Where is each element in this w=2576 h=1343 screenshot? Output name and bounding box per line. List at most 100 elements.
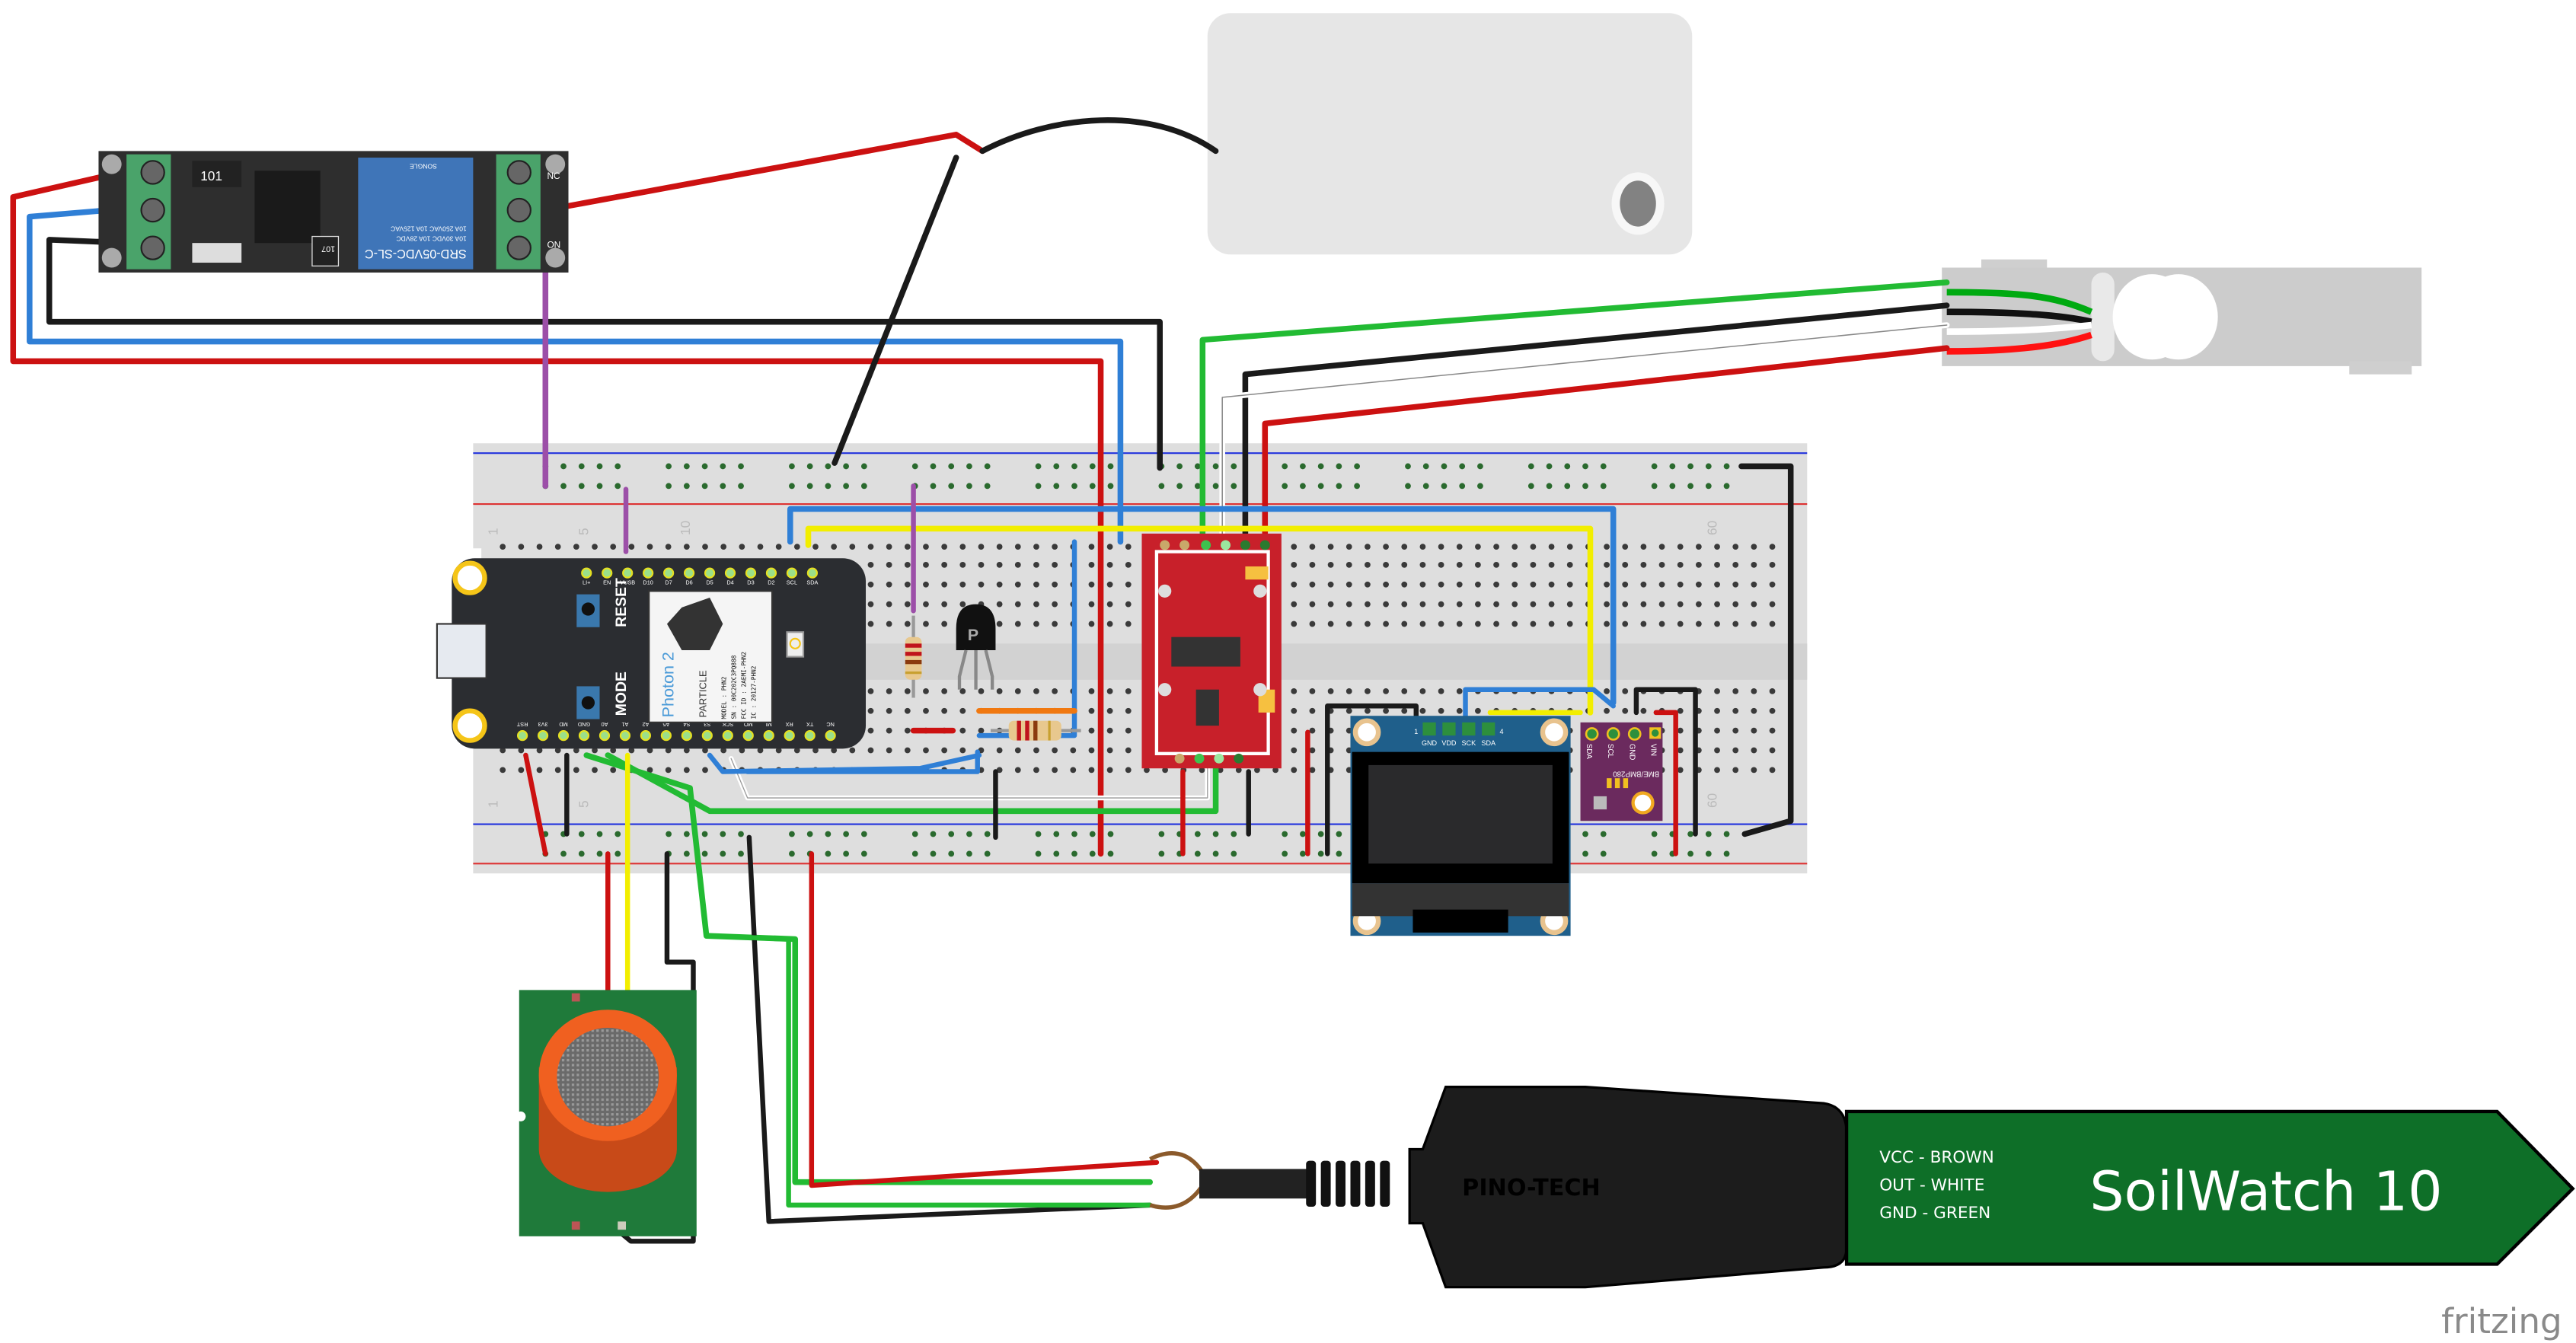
breadboard-hole[interactable] <box>825 463 832 470</box>
breadboard-hole[interactable] <box>1383 687 1389 694</box>
breadboard-hole[interactable] <box>959 561 966 568</box>
breadboard-hole[interactable] <box>1769 707 1776 714</box>
breadboard-hole[interactable] <box>941 561 948 568</box>
breadboard-hole[interactable] <box>1401 601 1408 608</box>
breadboard-hole[interactable] <box>1309 581 1316 588</box>
breadboard-hole[interactable] <box>596 831 603 837</box>
breadboard-hole[interactable] <box>1658 544 1665 550</box>
breadboard-hole[interactable] <box>1231 463 1237 470</box>
breadboard-hole[interactable] <box>1732 581 1739 588</box>
breadboard-hole[interactable] <box>1732 561 1739 568</box>
breadboard-hole[interactable] <box>1732 601 1739 608</box>
breadboard-hole[interactable] <box>1582 831 1588 837</box>
breadboard-hole[interactable] <box>1345 707 1352 714</box>
wire-black-rail-right[interactable] <box>1738 463 1794 837</box>
breadboard-hole[interactable] <box>959 747 966 754</box>
breadboard-hole[interactable] <box>1751 581 1757 588</box>
breadboard-hole[interactable] <box>1714 581 1720 588</box>
breadboard-hole[interactable] <box>1106 707 1113 714</box>
breadboard-hole[interactable] <box>959 707 966 714</box>
breadboard-hole[interactable] <box>1106 544 1113 550</box>
breadboard-hole[interactable] <box>831 747 838 754</box>
breadboard-hole[interactable] <box>614 483 621 490</box>
photon-pin[interactable] <box>804 729 816 742</box>
breadboard-hole[interactable] <box>886 620 892 627</box>
wire-black-enclosure-bb[interactable] <box>832 155 959 466</box>
breadboard-hole[interactable] <box>614 850 621 857</box>
photon-pin[interactable] <box>745 567 757 579</box>
breadboard-hole[interactable] <box>1125 581 1132 588</box>
breadboard-hole[interactable] <box>886 561 892 568</box>
breadboard-hole[interactable] <box>614 463 621 470</box>
breadboard-hole[interactable] <box>996 767 1003 774</box>
breadboard-hole[interactable] <box>1070 747 1077 754</box>
breadboard-hole[interactable] <box>1089 483 1096 490</box>
breadboard-hole[interactable] <box>1300 831 1306 837</box>
breadboard-hole[interactable] <box>1162 767 1169 774</box>
breadboard-hole[interactable] <box>1438 544 1444 550</box>
breadboard-hole[interactable] <box>1327 561 1334 568</box>
breadboard-hole[interactable] <box>666 463 672 470</box>
breadboard-hole[interactable] <box>683 483 690 490</box>
breadboard-hole[interactable] <box>1345 581 1352 588</box>
breadboard-hole[interactable] <box>1677 561 1684 568</box>
breadboard-hole[interactable] <box>1527 483 1534 490</box>
breadboard-hole[interactable] <box>849 544 856 550</box>
breadboard-hole[interactable] <box>1052 767 1058 774</box>
breadboard-hole[interactable] <box>1604 601 1610 608</box>
breadboard-hole[interactable] <box>1158 483 1165 490</box>
breadboard-hole[interactable] <box>1714 727 1720 734</box>
breadboard-hole[interactable] <box>904 561 911 568</box>
breadboard-hole[interactable] <box>1723 831 1730 837</box>
breadboard-hole[interactable] <box>1254 767 1260 774</box>
breadboard-hole[interactable] <box>614 831 621 837</box>
breadboard-hole[interactable] <box>554 767 561 774</box>
breadboard-hole[interactable] <box>1438 620 1444 627</box>
breadboard-hole[interactable] <box>1125 727 1132 734</box>
breadboard-hole[interactable] <box>1769 687 1776 694</box>
breadboard-hole[interactable] <box>978 727 985 734</box>
breadboard-hole[interactable] <box>1317 831 1324 837</box>
breadboard-hole[interactable] <box>1309 727 1316 734</box>
photon-pin[interactable] <box>581 567 592 579</box>
breadboard-hole[interactable] <box>1493 561 1499 568</box>
breadboard-hole[interactable] <box>923 747 929 754</box>
breadboard-hole[interactable] <box>1438 687 1444 694</box>
breadboard-hole[interactable] <box>1158 831 1165 837</box>
breadboard-hole[interactable] <box>578 483 585 490</box>
breadboard-hole[interactable] <box>1658 581 1665 588</box>
breadboard-hole[interactable] <box>984 463 991 470</box>
breadboard-hole[interactable] <box>560 483 567 490</box>
breadboard-hole[interactable] <box>1282 850 1288 857</box>
breadboard-hole[interactable] <box>1401 581 1408 588</box>
breadboard-hole[interactable] <box>1309 767 1316 774</box>
breadboard-hole[interactable] <box>904 747 911 754</box>
breadboard-hole[interactable] <box>775 544 782 550</box>
breadboard-hole[interactable] <box>1604 581 1610 588</box>
bme280-sensor[interactable]: SDA SCL GND VIN BME/BMP280 <box>1580 722 1663 821</box>
breadboard-hole[interactable] <box>1365 544 1371 550</box>
breadboard-hole[interactable] <box>886 581 892 588</box>
wire-green-loadcell[interactable] <box>1199 279 1950 548</box>
breadboard-hole[interactable] <box>1441 463 1448 470</box>
breadboard-hole[interactable] <box>683 850 690 857</box>
breadboard-hole[interactable] <box>1291 601 1298 608</box>
breadboard-hole[interactable] <box>1282 831 1288 837</box>
breadboard-hole[interactable] <box>1300 850 1306 857</box>
breadboard-hole[interactable] <box>1383 707 1389 714</box>
breadboard-hole[interactable] <box>1212 463 1219 470</box>
breadboard-hole[interactable] <box>701 850 708 857</box>
breadboard-hole[interactable] <box>930 483 937 490</box>
breadboard-hole[interactable] <box>1365 707 1371 714</box>
breadboard-hole[interactable] <box>738 831 744 837</box>
breadboard-hole[interactable] <box>904 544 911 550</box>
wire-red-loadcell[interactable] <box>1262 345 1950 548</box>
breadboard-hole[interactable] <box>739 747 745 754</box>
breadboard-hole[interactable] <box>996 581 1003 588</box>
photon-pin[interactable] <box>516 729 528 742</box>
breadboard-hole[interactable] <box>1511 581 1518 588</box>
breadboard-hole[interactable] <box>720 544 727 550</box>
breadboard-hole[interactable] <box>984 483 991 490</box>
breadboard-hole[interactable] <box>1438 561 1444 568</box>
breadboard-hole[interactable] <box>959 581 966 588</box>
